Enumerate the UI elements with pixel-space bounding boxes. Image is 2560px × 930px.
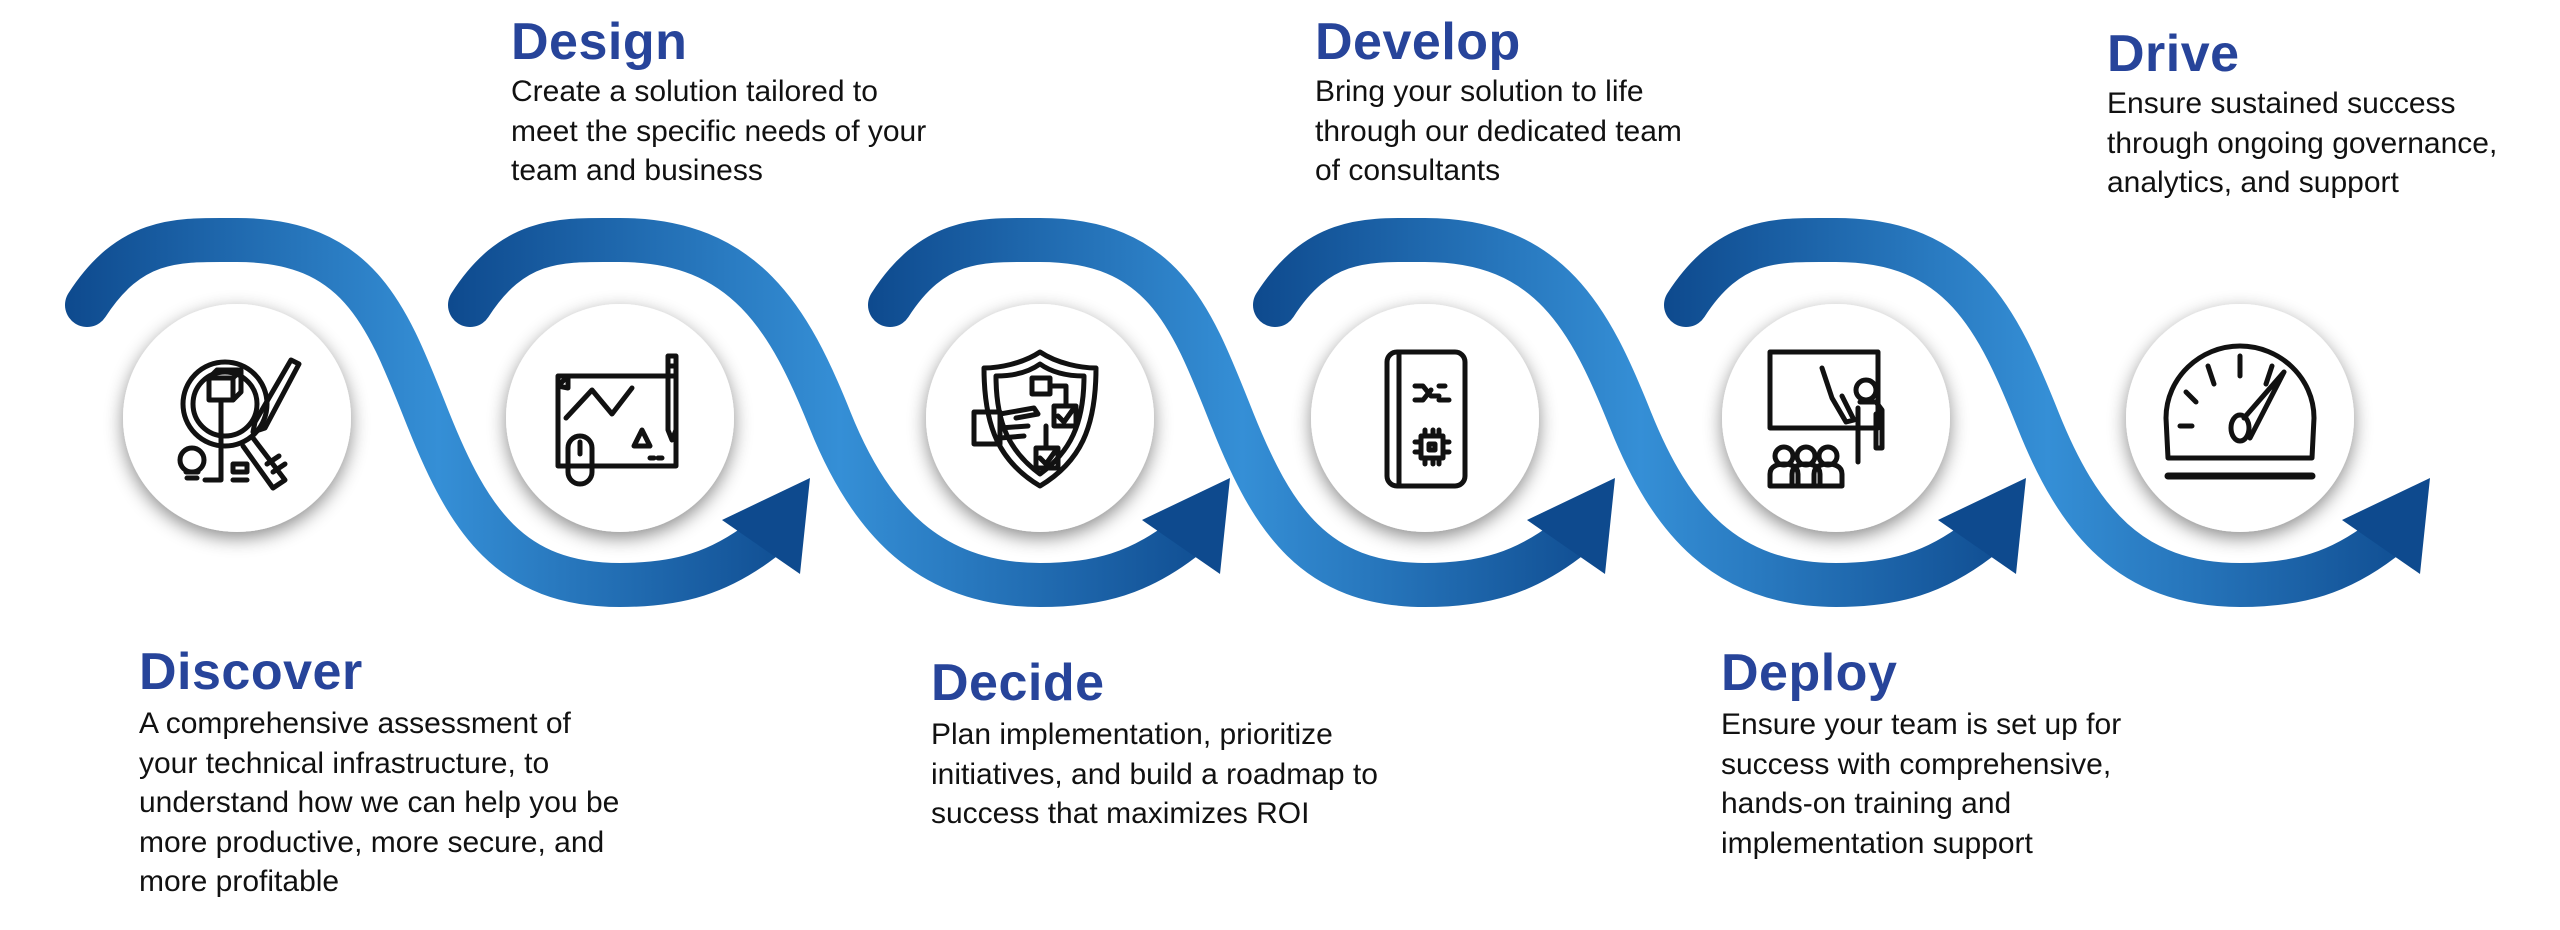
wave-arrow-segment — [1253, 217, 2026, 608]
icon-circle — [1722, 304, 1950, 532]
step-deploy: Deploy Ensure your team is set up for su… — [1721, 643, 2121, 863]
step-title: Deploy — [1721, 644, 1898, 702]
wave-band — [65, 217, 784, 608]
step-icon-circle — [506, 304, 734, 532]
step-description: A comprehensive assessment of your techn… — [139, 704, 619, 902]
step-icon-circle — [2126, 304, 2354, 532]
description-line: implementation support — [1721, 826, 2033, 860]
step-icon-circle — [1311, 304, 1539, 532]
description-line: your technical infrastructure, to — [139, 746, 550, 780]
step-icon-circle — [1722, 304, 1950, 532]
wave-arrow-segment — [1664, 217, 2430, 608]
description-line: Ensure sustained success — [2107, 87, 2456, 120]
description-line: A comprehensive assessment of — [139, 707, 571, 740]
icon-circle — [1311, 304, 1539, 532]
step-design: Design Create a solution tailored to mee… — [511, 12, 926, 191]
icon-circle — [123, 304, 351, 532]
wave-band — [868, 217, 1589, 608]
arrow-head-icon — [1142, 478, 1230, 574]
wave-arrow-segment — [448, 217, 1230, 608]
wave-arrow-segment — [868, 217, 1615, 608]
description-line: Create a solution tailored to — [511, 75, 878, 108]
arrow-head-icon — [1527, 478, 1615, 574]
description-line: initiatives, and build a roadmap to — [931, 757, 1378, 791]
description-line: meet the specific needs of your — [511, 114, 927, 148]
step-description: Plan implementation, prioritize initiati… — [931, 715, 1378, 834]
description-line: more productive, more secure, and — [139, 825, 605, 859]
description-line: success that maximizes ROI — [931, 797, 1310, 830]
circuit-book-icon — [1384, 349, 1468, 489]
step-decide: Decide Plan implementation, prioritize i… — [931, 653, 1378, 834]
step-icon-circle — [123, 304, 351, 532]
description-line: Bring your solution to life — [1315, 75, 1644, 108]
description-line: analytics, and support — [2107, 166, 2399, 199]
magnifier-pencil-icon — [177, 357, 302, 491]
description-line: team and business — [511, 154, 763, 187]
icon-circle — [926, 304, 1154, 532]
description-line: understand how we can help you be — [139, 786, 620, 819]
description-line: through our dedicated team — [1315, 114, 1682, 148]
speedometer-icon — [2163, 343, 2317, 480]
step-title: Drive — [2107, 25, 2240, 83]
wave-arrow-segment — [65, 217, 810, 608]
arrow-head-icon — [1938, 478, 2026, 574]
step-description: Create a solution tailored to meet the s… — [511, 72, 926, 191]
step-discover: Discover A comprehensive assessment of y… — [139, 642, 619, 902]
step-develop: Develop Bring your solution to life thro… — [1315, 12, 1682, 191]
step-title: Decide — [931, 654, 1105, 712]
description-line: through ongoing governance, — [2107, 126, 2498, 160]
step-description: Bring your solution to life through our … — [1315, 72, 1682, 191]
arrow-head-icon — [2342, 478, 2430, 574]
icon-circle — [506, 304, 734, 532]
design-board-icon — [555, 353, 679, 487]
icon-circle — [2126, 304, 2354, 532]
wave-band — [1253, 217, 2000, 608]
step-title: Develop — [1315, 13, 1521, 71]
wave-band — [448, 217, 1204, 608]
description-line: success with comprehensive, — [1721, 747, 2112, 781]
description-line: Plan implementation, prioritize — [931, 718, 1333, 751]
step-drive: Drive Ensure sustained success through o… — [2107, 24, 2497, 203]
shield-checklist-icon — [971, 349, 1099, 489]
step-description: Ensure sustained success through ongoing… — [2107, 84, 2497, 203]
description-line: Ensure your team is set up for — [1721, 708, 2122, 741]
arrow-head-icon — [722, 478, 810, 574]
wave-band — [1664, 217, 2404, 608]
step-description: Ensure your team is set up for success w… — [1721, 705, 2121, 863]
description-line: of consultants — [1315, 154, 1501, 187]
step-title: Design — [511, 13, 688, 71]
step-title: Discover — [139, 643, 363, 701]
description-line: more profitable — [139, 865, 340, 898]
training-presentation-icon — [1767, 349, 1885, 489]
step-icon-circle — [926, 304, 1154, 532]
description-line: hands-on training and — [1721, 787, 2012, 820]
